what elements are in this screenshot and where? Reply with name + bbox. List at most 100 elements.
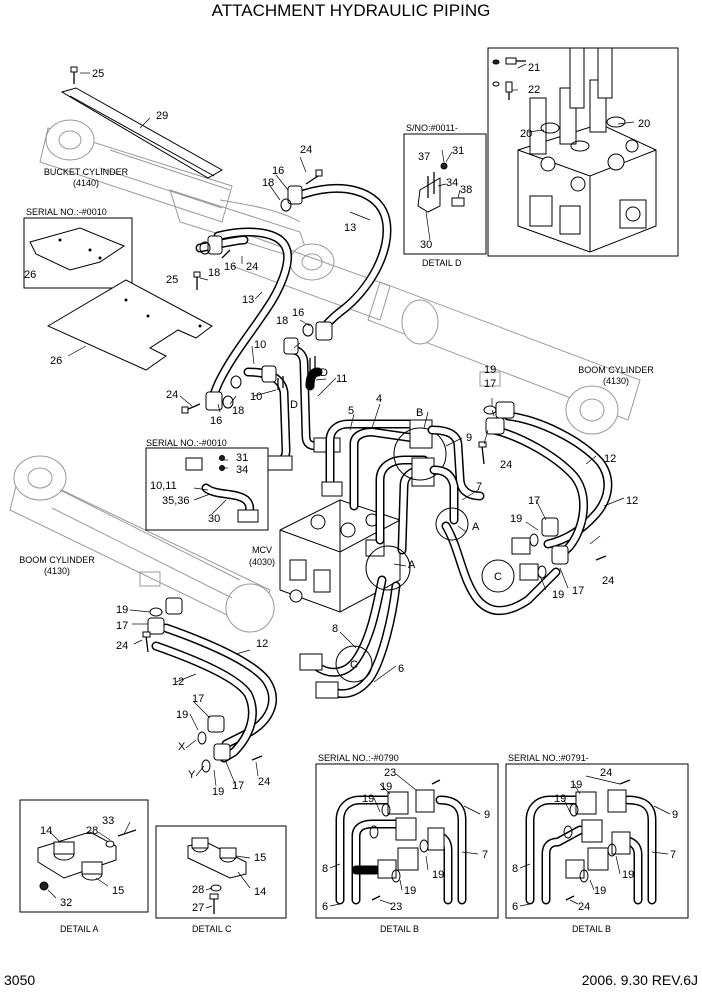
flange-17-left-upper <box>147 597 183 635</box>
detail-b-circle <box>393 427 447 481</box>
bolt-22 <box>492 81 513 100</box>
callout: 14 <box>40 825 52 837</box>
detail-b1-box <box>315 763 499 919</box>
callout: 24 <box>300 144 312 156</box>
bolt-24-left-low <box>251 755 263 761</box>
callout: 13 <box>344 222 356 234</box>
callout: 19 <box>622 869 634 881</box>
boom-cylinder-right-label: BOOM CYLINDER <box>578 365 654 375</box>
callout: 27 <box>192 902 204 914</box>
callout: 25 <box>166 274 178 286</box>
callout: 8 <box>512 863 518 875</box>
callout: 30 <box>208 513 220 525</box>
flange-17-left-x <box>197 715 225 745</box>
callout: 7 <box>670 849 676 861</box>
callout: 24 <box>500 459 512 471</box>
pipe-7-right <box>429 465 459 525</box>
callout: 12 <box>626 495 638 507</box>
bolt-24-right-upper <box>478 441 487 465</box>
callout: 24 <box>578 901 590 913</box>
detail-d-bracket <box>417 162 465 213</box>
callout: D <box>320 367 328 379</box>
detail-a-circle-right <box>435 507 469 541</box>
callout: 15 <box>112 885 124 897</box>
callout: 6 <box>398 663 404 675</box>
callout: 35,36 <box>162 495 190 507</box>
callout: 19 <box>116 604 128 616</box>
callout: 29 <box>156 110 168 122</box>
boom-cylinder-left-drawing <box>9 455 275 633</box>
pipe-30-mid <box>185 455 259 523</box>
cover-plate-26-large <box>46 279 213 371</box>
callout: 28 <box>86 825 98 837</box>
pipe-12-right-lower <box>489 425 589 561</box>
pipe-12-left-lower <box>151 641 257 763</box>
callout: 26 <box>24 269 36 281</box>
detail-a-clamp <box>37 829 137 891</box>
page-number: 3050 <box>4 972 35 988</box>
callout: 19 <box>404 885 416 897</box>
detail-b2-label: DETAIL B <box>572 924 611 934</box>
callout: 17 <box>232 780 244 792</box>
pipe-6 <box>323 581 401 699</box>
callout: 12 <box>256 638 268 650</box>
callout-numbers: 25 29 24 16 18 13 26 18 16 24 25 13 26 1… <box>24 62 678 914</box>
flange-16-mid <box>302 321 333 341</box>
callout: 19 <box>362 793 374 805</box>
sno-0011-label: S/NO:#0011- <box>406 123 458 133</box>
callout: 23 <box>384 767 396 779</box>
flange-pipe-8 <box>299 653 323 671</box>
flange-16-top <box>280 185 303 212</box>
callout: 24 <box>600 767 612 779</box>
callout: 25 <box>92 68 104 80</box>
callout: 9 <box>466 432 472 444</box>
pipe-13-mid <box>195 235 249 253</box>
callout: 10 <box>250 391 262 403</box>
callout: 17 <box>572 585 584 597</box>
callout: 24 <box>116 640 128 652</box>
mcv-label: MCV <box>252 545 272 555</box>
callout: C <box>494 571 502 583</box>
bolt-24-right-low <box>595 555 607 561</box>
callout: 9 <box>672 809 678 821</box>
callout: 31 <box>236 452 248 464</box>
callout: 19 <box>510 513 522 525</box>
callout: 17 <box>528 495 540 507</box>
callout: 34 <box>446 177 458 189</box>
flange-16-bottom <box>205 391 234 411</box>
callout: 20 <box>638 118 650 130</box>
pipe-5 <box>325 419 419 493</box>
callout: 18 <box>232 405 244 417</box>
callout: 24 <box>246 261 258 273</box>
callout: 4 <box>376 393 382 405</box>
leader-lines <box>47 63 671 909</box>
detail-d-label: DETAIL D <box>422 258 462 268</box>
pipe-9 <box>375 455 429 545</box>
pipe-8 <box>311 575 387 677</box>
boom-cylinder-left-label: BOOM CYLINDER <box>19 555 95 565</box>
serial-0790-label: SERIAL NO.:-#0790 <box>318 753 399 763</box>
callout: 6 <box>512 901 518 913</box>
pipe-11 <box>305 367 323 391</box>
boom-cylinder-right-drawing <box>231 231 641 435</box>
callout: 7 <box>482 849 488 861</box>
callout: 28 <box>192 884 204 896</box>
callout: 18 <box>276 315 288 327</box>
bolt-24-bottom <box>181 403 201 414</box>
callout: 37 <box>418 151 430 163</box>
pipe-4 <box>349 427 419 511</box>
flange-block-b-upper <box>409 419 433 449</box>
detail-a-label: DETAIL A <box>60 924 99 934</box>
callout: 19 <box>554 793 566 805</box>
cover-plate-26-small <box>29 227 126 271</box>
callout: 18 <box>262 177 274 189</box>
flange-pipe-5 <box>321 481 343 497</box>
bucket-cover-plate <box>60 87 224 179</box>
callout: 23 <box>390 901 402 913</box>
flange-17-right-upper <box>483 401 515 435</box>
pipe-9-right <box>427 425 485 501</box>
mcv-top-drawing <box>517 47 657 253</box>
flange-16-d <box>230 365 277 389</box>
callout: 33 <box>102 815 114 827</box>
bucket-cylinder-label: BUCKET CYLINDER <box>44 167 129 177</box>
